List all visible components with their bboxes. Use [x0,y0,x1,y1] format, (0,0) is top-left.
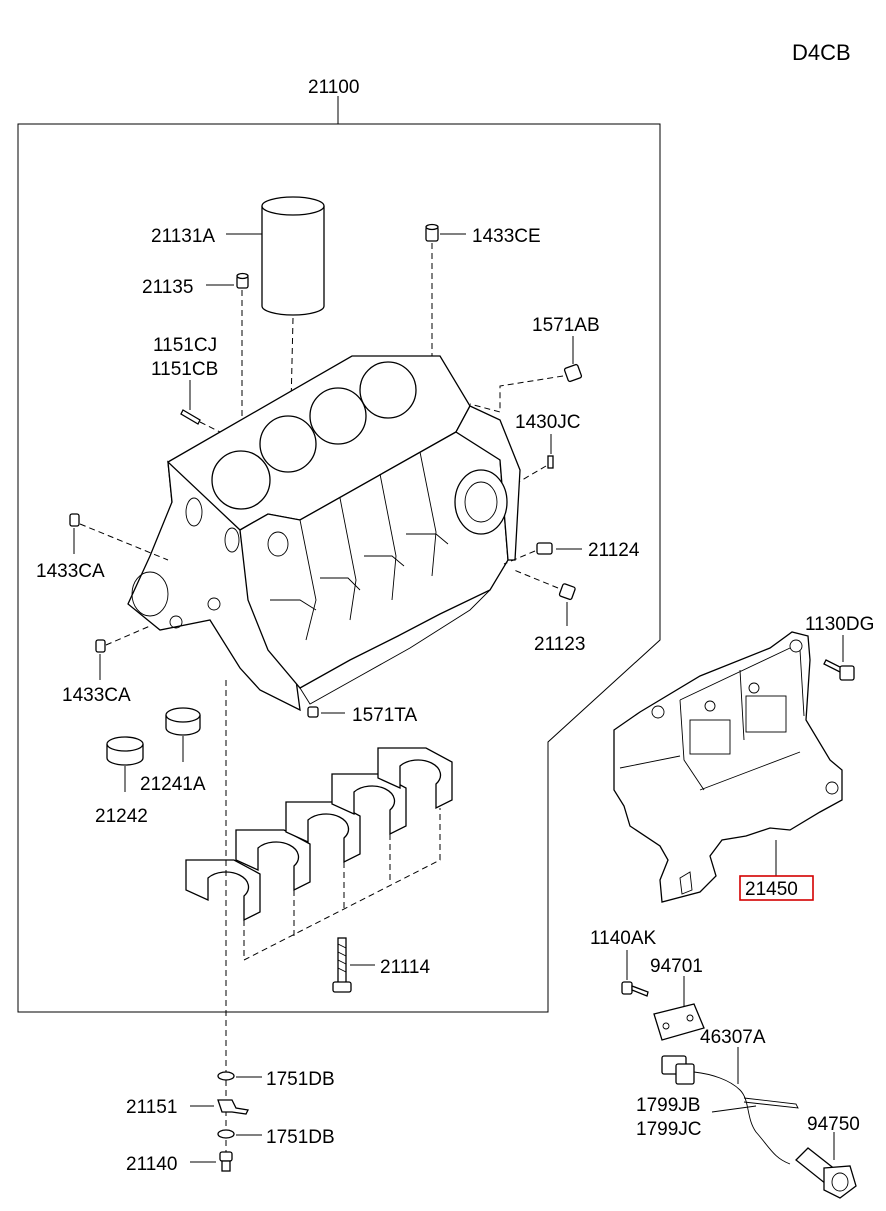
piston-oil-jet[interactable] [217,1099,249,1115]
assembly-frame [17,123,661,1013]
part-1433CE-label[interactable]: 1433CE [472,226,541,247]
part-1571TA-label[interactable]: 1571TA [352,705,417,726]
part-94750-label[interactable]: 94750 [807,1114,860,1135]
dowel-pin-top[interactable] [425,223,439,242]
plug-21123[interactable] [558,583,576,601]
part-46307A-label[interactable]: 46307A [700,1027,766,1048]
part-21100-label[interactable]: 21100 [308,77,359,98]
block-stiffener[interactable] [613,631,843,903]
part-1433CA-bottom-label[interactable]: 1433CA [62,685,131,706]
part-1430JC-label[interactable]: 1430JC [515,412,581,433]
dowel-pin-left-lower[interactable] [95,639,106,653]
engine-code: D4CB [792,40,851,65]
part-1571AB-label[interactable]: 1571AB [532,315,600,336]
bearing-caps[interactable] [185,747,453,922]
highlight-box-21450 [739,875,814,901]
plug-1571TA[interactable] [307,706,319,718]
part-21124-label[interactable]: 21124 [588,540,640,561]
part-21131A-label[interactable]: 21131A [151,226,215,247]
cylinder-liner[interactable] [261,196,325,316]
sensor-bracket[interactable] [653,1003,705,1041]
knock-sensor[interactable] [795,1147,857,1199]
washer-lower[interactable] [217,1129,235,1139]
part-21114-label[interactable]: 21114 [380,957,430,978]
part-1799JB-label[interactable]: 1799JB [636,1095,700,1116]
pin-1430JC[interactable] [547,455,554,469]
part-21135-label[interactable]: 21135 [142,277,193,298]
part-1140AK-label[interactable]: 1140AK [590,928,657,949]
sensor-wiring[interactable] [661,1055,799,1165]
washer-upper[interactable] [217,1071,235,1081]
part-1799JC-label[interactable]: 1799JC [636,1119,702,1140]
plug-21135[interactable] [236,272,249,289]
part-1151CB-label[interactable]: 1151CB [151,359,218,380]
cap-bolt[interactable] [332,937,352,993]
part-1751DB-top-label[interactable]: 1751DB [266,1069,335,1090]
part-21123-label[interactable]: 21123 [534,634,585,655]
plug-21124[interactable] [536,542,553,555]
plug-1571AB[interactable] [563,363,583,383]
part-1130DG-label[interactable]: 1130DG [805,614,874,635]
thrust-bearing[interactable] [165,707,201,736]
part-1433CA-top-label[interactable]: 1433CA [36,561,105,582]
part-94701-label[interactable]: 94701 [650,956,703,977]
cylinder-block[interactable] [127,355,521,712]
part-1151CJ-label[interactable]: 1151CJ [153,335,217,356]
stiffener-bolt[interactable] [823,659,855,681]
part-21450-label[interactable]: 21450 [745,879,798,900]
part-1751DB-bottom-label[interactable]: 1751DB [266,1127,335,1148]
main-bearing[interactable] [106,736,144,766]
stud-bolt[interactable] [180,409,201,425]
dowel-pin-left-upper[interactable] [69,513,80,527]
part-21241A-label[interactable]: 21241A [140,774,206,795]
sensor-bracket-bolt[interactable] [621,981,649,997]
part-21242-label[interactable]: 21242 [95,806,148,827]
oil-jet-bolt[interactable] [219,1151,233,1172]
part-21151-label[interactable]: 21151 [126,1097,177,1118]
part-21140-label[interactable]: 21140 [126,1154,177,1175]
